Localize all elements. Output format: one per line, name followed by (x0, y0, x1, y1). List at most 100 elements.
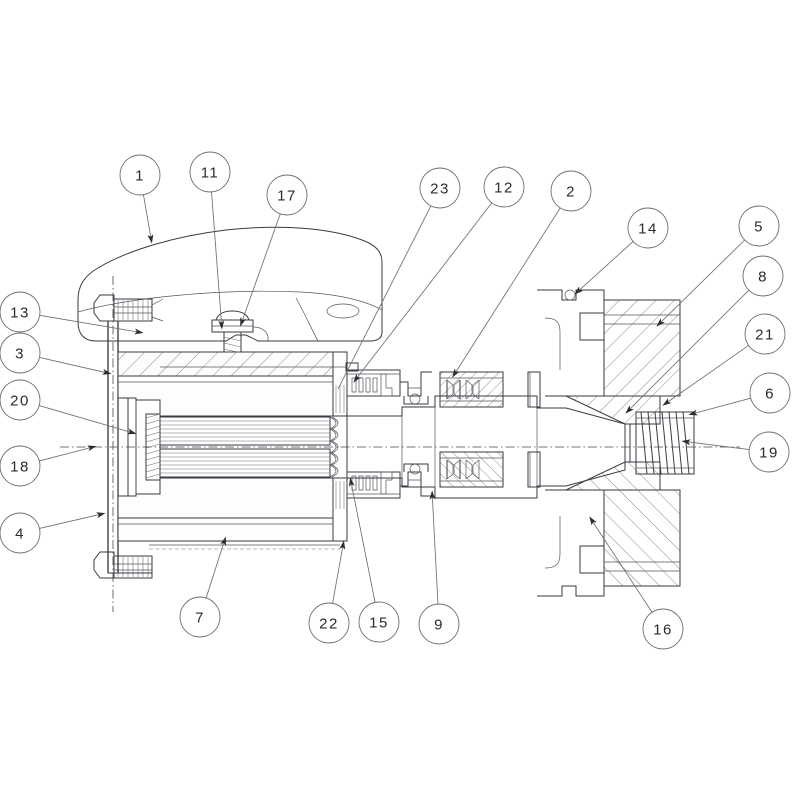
balloon-circle-9[interactable] (418, 603, 460, 645)
leader-line-6 (688, 397, 751, 416)
balloon-12[interactable]: 12 (483, 166, 525, 208)
leader-line-11 (211, 191, 225, 330)
balloon-label-6: 6 (765, 386, 775, 403)
balloon-6[interactable]: 6 (749, 372, 791, 414)
leader-line-12 (353, 202, 493, 383)
balloon-circle-15[interactable] (358, 601, 400, 643)
leader-line-17 (240, 213, 281, 327)
balloon-11[interactable]: 11 (189, 151, 231, 193)
balloon-circle-13[interactable] (0, 291, 41, 333)
balloon-label-12: 12 (494, 180, 514, 197)
balloon-label-1: 1 (135, 168, 145, 185)
leader-line-18 (39, 445, 97, 462)
bearing-retainer-ring (528, 372, 540, 487)
leader-lines (39, 191, 751, 613)
balloon-circle-1[interactable] (119, 154, 161, 196)
balloon-label-4: 4 (15, 526, 25, 543)
balloon-21[interactable]: 21 (744, 313, 786, 355)
balloon-circle-7[interactable] (179, 596, 221, 638)
balloon-circle-18[interactable] (0, 445, 41, 487)
leader-line-14 (574, 241, 634, 295)
balloon-16[interactable]: 16 (642, 608, 684, 650)
balloon-18[interactable]: 18 (0, 445, 41, 487)
leader-line-15 (348, 477, 376, 603)
balloon-label-8: 8 (758, 269, 768, 286)
balloon-4[interactable]: 4 (0, 512, 41, 554)
leader-line-8 (625, 289, 750, 414)
balloon-circle-22[interactable] (308, 602, 350, 644)
leader-line-16 (589, 516, 653, 613)
balloon-circle-4[interactable] (0, 512, 41, 554)
ball-bearing-rear (440, 372, 503, 407)
leader-line-1 (143, 194, 154, 244)
balloon-17[interactable]: 17 (266, 174, 308, 216)
balloon-label-23: 23 (430, 181, 450, 198)
balloon-7[interactable]: 7 (179, 596, 221, 638)
balloon-15[interactable]: 15 (358, 601, 400, 643)
balloon-3[interactable]: 3 (0, 332, 41, 374)
balloon-circle-14[interactable] (627, 207, 669, 249)
balloon-2[interactable]: 2 (550, 170, 592, 212)
balloon-19[interactable]: 19 (748, 431, 790, 473)
balloon-circle-19[interactable] (748, 431, 790, 473)
motor-fan-cover (78, 227, 382, 341)
balloon-circle-5[interactable] (738, 205, 780, 247)
balloon-circle-21[interactable] (744, 313, 786, 355)
balloon-circle-11[interactable] (189, 151, 231, 193)
leader-line-23 (337, 205, 432, 390)
leader-line-9 (429, 490, 439, 605)
balloon-circle-3[interactable] (0, 332, 41, 374)
balloon-label-5: 5 (754, 219, 764, 236)
balloon-circle-17[interactable] (266, 174, 308, 216)
balloon-label-15: 15 (369, 615, 389, 632)
balloon-circle-16[interactable] (642, 608, 684, 650)
flange-bolt-lower (94, 552, 152, 578)
balloon-1[interactable]: 1 (119, 154, 161, 196)
balloon-label-9: 9 (434, 617, 444, 634)
balloon-circle-23[interactable] (419, 167, 461, 209)
leader-line-3 (39, 357, 112, 375)
leader-line-21 (662, 345, 749, 406)
balloon-label-21: 21 (755, 327, 775, 344)
balloon-label-16: 16 (653, 622, 673, 639)
balloon-20[interactable]: 20 (0, 379, 41, 421)
stator-end-ring (333, 352, 347, 541)
leader-line-4 (39, 512, 106, 529)
rotor-windings (146, 414, 339, 480)
balloon-circle-12[interactable] (483, 166, 525, 208)
leader-line-22 (332, 540, 346, 604)
balloon-label-22: 22 (319, 616, 339, 633)
ball-bearing-front (440, 452, 503, 487)
balloon-circle-2[interactable] (550, 170, 592, 212)
balloon-label-20: 20 (10, 393, 30, 410)
balloon-14[interactable]: 14 (627, 207, 669, 249)
mechanical-seal-assembly (347, 370, 432, 498)
balloon-13[interactable]: 13 (0, 291, 41, 333)
balloon-label-17: 17 (277, 188, 297, 205)
leader-line-5 (656, 239, 746, 327)
balloon-22[interactable]: 22 (308, 602, 350, 644)
balloon-label-13: 13 (10, 305, 30, 322)
balloon-23[interactable]: 23 (419, 167, 461, 209)
balloon-label-19: 19 (759, 445, 779, 462)
leader-line-13 (39, 314, 144, 335)
balloon-5[interactable]: 5 (738, 205, 780, 247)
balloon-label-11: 11 (201, 165, 220, 182)
balloon-circle-20[interactable] (0, 379, 41, 421)
tie-rod-trace (149, 363, 358, 550)
pump-bracket-flange (537, 290, 680, 596)
leader-line-19 (681, 439, 750, 450)
balloon-circle-8[interactable] (742, 255, 784, 297)
leader-line-2 (452, 207, 561, 378)
balloon-circle-6[interactable] (749, 372, 791, 414)
balloon-8[interactable]: 8 (742, 255, 784, 297)
balloon-9[interactable]: 9 (418, 603, 460, 645)
stator-housing (118, 352, 333, 541)
balloon-label-2: 2 (566, 184, 576, 201)
balloon-label-14: 14 (638, 221, 658, 238)
leader-line-20 (39, 405, 137, 435)
balloon-label-18: 18 (10, 459, 30, 476)
